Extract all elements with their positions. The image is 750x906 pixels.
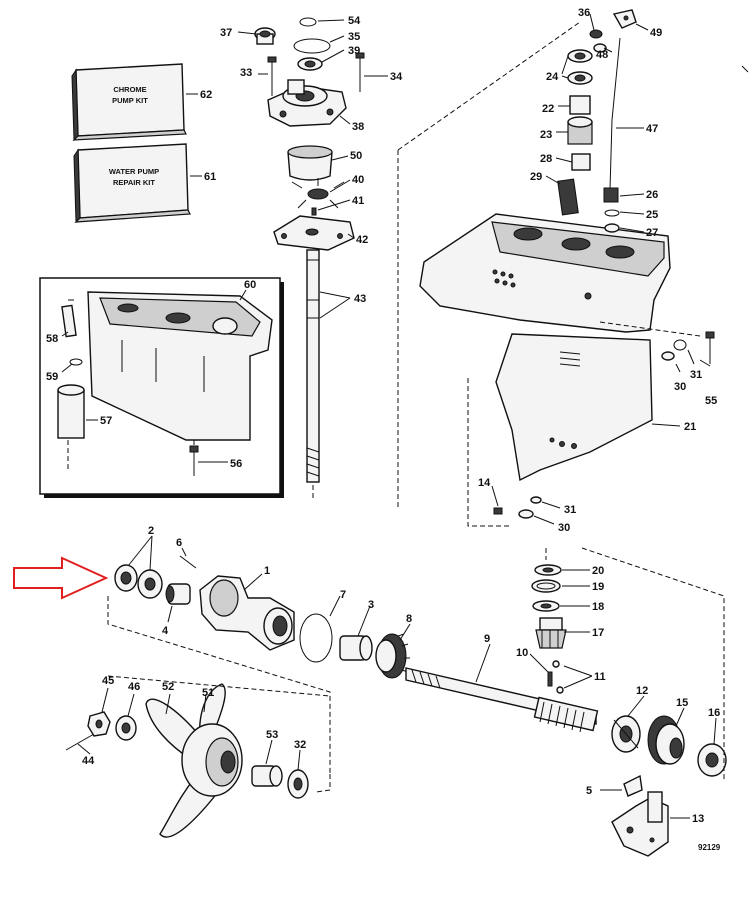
label-32: 32 xyxy=(294,739,306,751)
label-4: 4 xyxy=(162,625,169,637)
label-26: 26 xyxy=(646,189,658,201)
gearcase-small-parts xyxy=(493,331,715,519)
label-46: 46 xyxy=(128,681,140,693)
label-51: 51 xyxy=(202,687,214,699)
pinion-and-shift-parts xyxy=(531,564,727,857)
label-35: 35 xyxy=(348,31,360,43)
label-48: 48 xyxy=(596,49,608,61)
reference-number: 92129 xyxy=(698,843,721,852)
label-17: 17 xyxy=(592,627,604,639)
label-19: 19 xyxy=(592,581,604,593)
label-60: 60 xyxy=(244,279,256,291)
label-9: 9 xyxy=(484,633,490,645)
label-33: 33 xyxy=(240,67,252,79)
label-23: 23 xyxy=(540,129,552,141)
label-29: 29 xyxy=(530,171,542,183)
label-13: 13 xyxy=(692,813,704,825)
label-8: 8 xyxy=(406,613,412,625)
chrome-kit-line1: CHROME xyxy=(113,85,146,94)
label-15: 15 xyxy=(676,697,688,709)
label-41: 41 xyxy=(352,195,364,207)
label-58: 58 xyxy=(46,333,58,345)
gearcase-housing xyxy=(419,213,671,482)
label-53: 53 xyxy=(266,729,278,741)
label-31-upper: 31 xyxy=(690,369,702,381)
label-31-lower: 31 xyxy=(564,504,576,516)
label-36: 36 xyxy=(578,7,590,19)
label-62: 62 xyxy=(200,89,212,101)
label-11: 11 xyxy=(594,671,606,683)
label-6: 6 xyxy=(176,537,182,549)
shift-rod-parts xyxy=(557,9,637,233)
label-30-lower: 30 xyxy=(558,522,570,534)
label-50: 50 xyxy=(350,150,362,162)
label-25: 25 xyxy=(646,209,658,221)
label-57: 57 xyxy=(100,415,112,427)
label-61: 61 xyxy=(204,171,216,183)
label-38: 38 xyxy=(352,121,364,133)
label-20: 20 xyxy=(592,565,604,577)
red-pointer-arrow xyxy=(13,556,109,600)
label-56: 56 xyxy=(230,458,242,470)
label-44: 44 xyxy=(82,755,95,767)
label-49: 49 xyxy=(650,27,662,39)
label-5: 5 xyxy=(586,785,592,797)
water-pump-parts xyxy=(254,17,365,483)
bearing-housing-parts xyxy=(114,555,410,679)
chrome-pump-kit-box: CHROME PUMP KIT xyxy=(71,63,187,142)
label-55: 55 xyxy=(705,395,717,407)
label-43: 43 xyxy=(354,293,366,305)
label-39: 39 xyxy=(348,45,360,57)
label-12: 12 xyxy=(636,685,648,697)
label-7: 7 xyxy=(340,589,346,601)
label-42: 42 xyxy=(356,234,368,246)
label-37: 37 xyxy=(220,27,232,39)
water-kit-line1: WATER PUMP xyxy=(109,167,159,176)
label-30-upper: 30 xyxy=(674,381,686,393)
water-kit-line2: REPAIR KIT xyxy=(113,178,155,187)
label-24: 24 xyxy=(546,71,559,83)
label-47: 47 xyxy=(646,123,658,135)
label-54: 54 xyxy=(348,15,361,27)
label-34: 34 xyxy=(390,71,403,83)
propeller-parts xyxy=(65,683,309,838)
label-22: 22 xyxy=(542,103,554,115)
water-pump-repair-kit-box: WATER PUMP REPAIR KIT xyxy=(73,143,191,224)
label-28: 28 xyxy=(540,153,552,165)
label-16: 16 xyxy=(708,707,720,719)
label-18: 18 xyxy=(592,601,604,613)
label-52: 52 xyxy=(162,681,174,693)
label-59: 59 xyxy=(46,371,58,383)
label-14: 14 xyxy=(478,477,491,489)
label-10: 10 xyxy=(516,647,528,659)
lower-housing-inset-box xyxy=(39,277,284,498)
propeller-shaft xyxy=(405,667,599,733)
label-40: 40 xyxy=(352,174,364,186)
label-1: 1 xyxy=(264,565,270,577)
label-45: 45 xyxy=(102,675,114,687)
chrome-kit-line2: PUMP KIT xyxy=(112,96,148,105)
label-3: 3 xyxy=(368,599,374,611)
label-27: 27 xyxy=(646,227,658,239)
label-21: 21 xyxy=(684,421,696,433)
label-2: 2 xyxy=(148,525,154,537)
